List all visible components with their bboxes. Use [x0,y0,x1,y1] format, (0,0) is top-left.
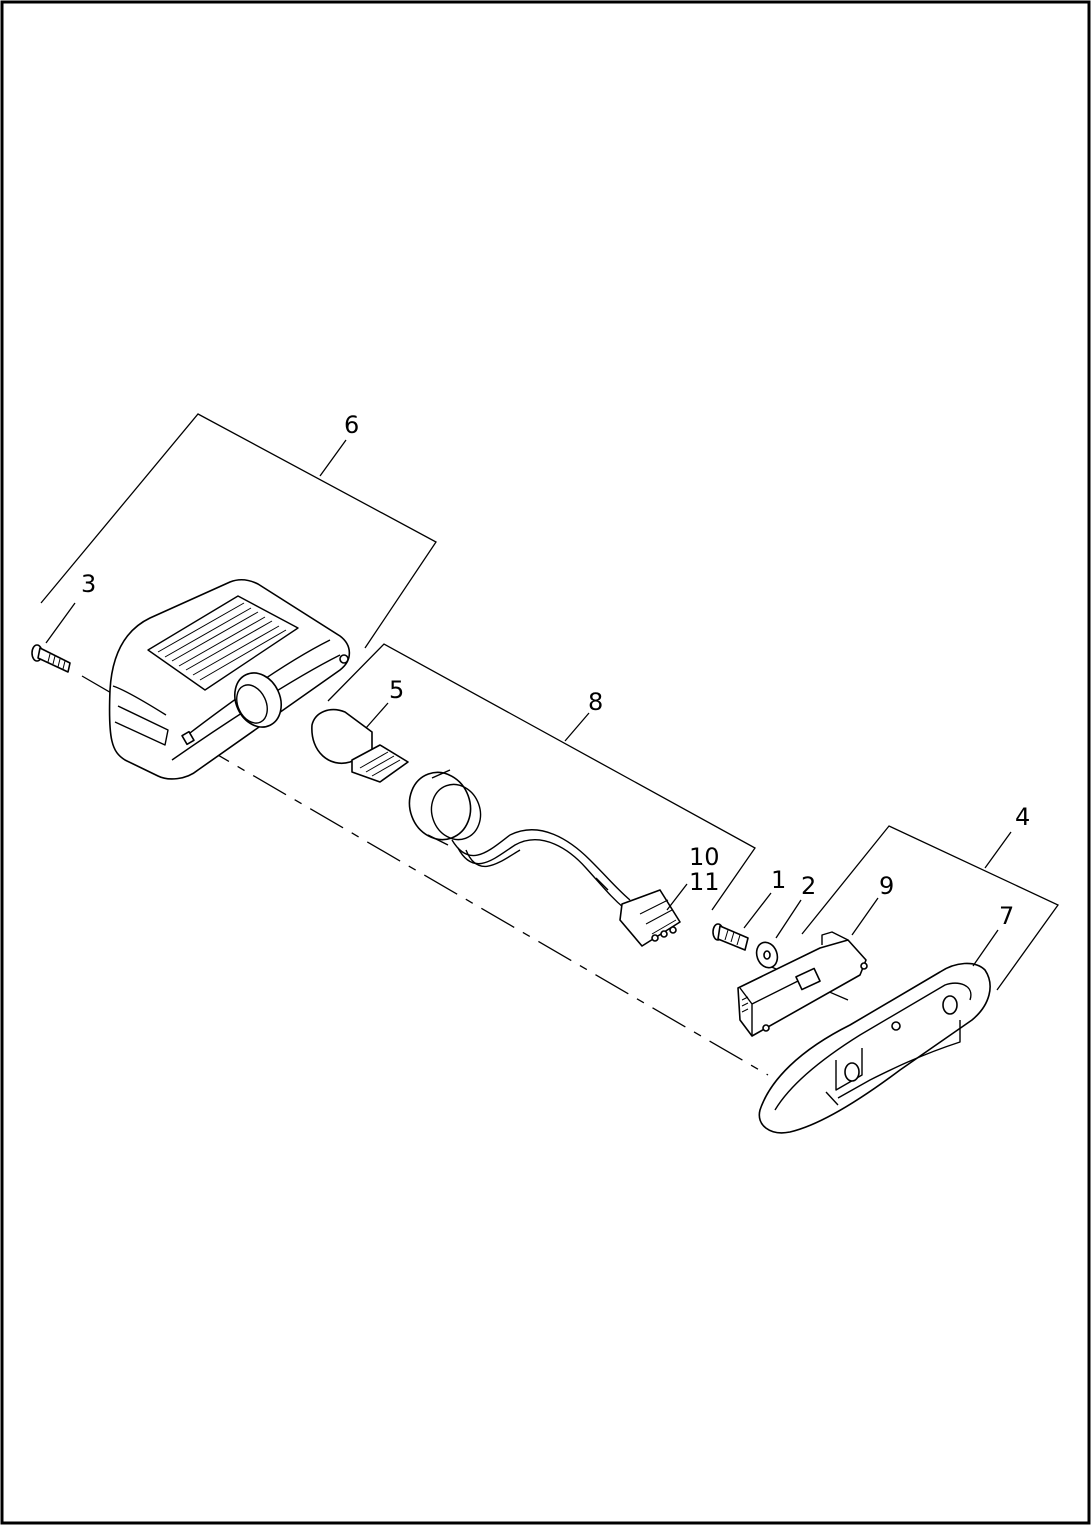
screw-part [712,923,749,951]
leader-8 [564,712,590,742]
callout-6: 6 [344,411,359,439]
leader-10-11 [666,883,688,911]
callout-8: 8 [588,688,603,716]
bulb-part [311,708,409,783]
callout-11: 11 [689,868,720,896]
callout-2: 2 [801,872,816,900]
callout-3: 3 [81,570,96,598]
socket-harness-part [408,769,681,947]
washer-part [755,941,779,969]
callout-7: 7 [999,902,1014,930]
leader-2 [775,899,802,939]
leader-9 [851,897,879,936]
leader-6 [319,439,347,477]
bracket-4 [801,825,1059,991]
callout-9: 9 [879,872,894,900]
callout-5: 5 [389,676,404,704]
bracket-8 [327,643,756,911]
callout-4: 4 [1015,803,1030,831]
lens-assembly-part [108,579,351,780]
leader-4 [984,831,1012,869]
bracket-6 [40,413,437,649]
leader-3 [45,602,76,644]
leader-7 [972,929,999,967]
assembly-centerline-2 [759,961,849,1001]
circuit-board-part [737,931,868,1037]
base-part [758,962,991,1134]
leader-1 [743,892,772,929]
callout-10: 10 [689,843,720,871]
callout-1: 1 [771,866,786,894]
leader-5 [365,702,389,729]
long-screw-part [31,644,71,673]
